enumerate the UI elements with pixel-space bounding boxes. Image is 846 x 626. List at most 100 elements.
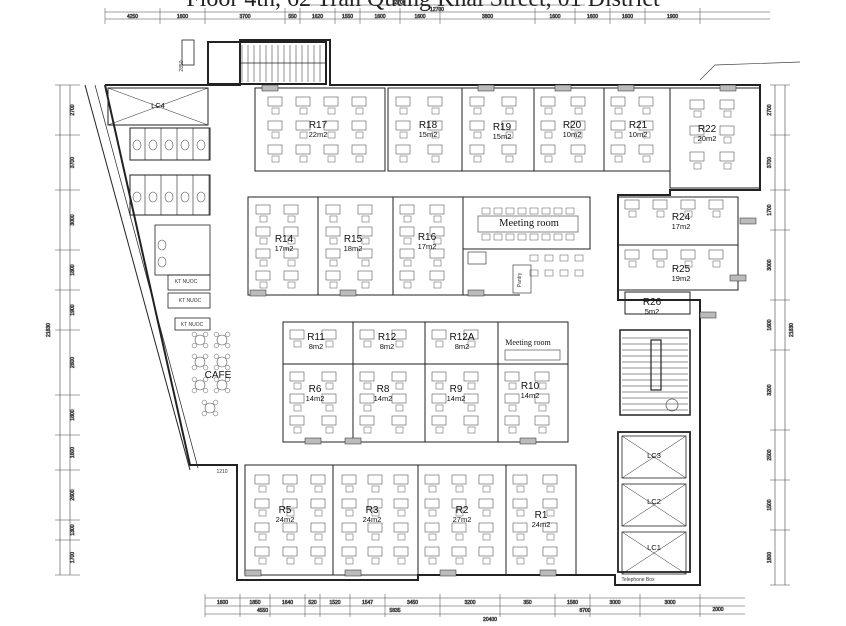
dim-left-value: 1600 xyxy=(70,447,76,458)
dim-right-value: 3700 xyxy=(767,157,773,168)
chair xyxy=(467,382,476,390)
desk xyxy=(359,415,375,426)
cafe-chair xyxy=(203,343,209,349)
chair xyxy=(361,237,370,245)
desk xyxy=(451,498,467,509)
cafe-chair xyxy=(225,376,231,382)
chair xyxy=(529,233,539,241)
desk xyxy=(282,522,298,533)
desk xyxy=(570,120,586,131)
desk xyxy=(283,226,299,237)
toilet-fixture xyxy=(196,191,206,203)
column xyxy=(554,84,572,92)
chair xyxy=(473,155,482,163)
chair xyxy=(299,107,308,115)
desk xyxy=(429,204,445,215)
desk xyxy=(478,474,494,485)
chair xyxy=(371,557,380,565)
room-area-r19: 15m2 xyxy=(493,132,512,141)
room-wall xyxy=(254,87,386,172)
column xyxy=(519,437,537,445)
desk xyxy=(719,125,735,136)
room-label-r8: R8 xyxy=(377,384,390,395)
desk xyxy=(638,144,654,155)
column xyxy=(344,569,362,577)
chair xyxy=(314,533,323,541)
desk xyxy=(429,270,445,281)
chair xyxy=(493,207,503,215)
chair xyxy=(433,281,442,289)
cafe-table xyxy=(204,402,216,414)
chair xyxy=(325,382,334,390)
chair xyxy=(345,557,354,565)
desk xyxy=(689,151,705,162)
chair xyxy=(286,509,295,517)
lc4-label: LC4 xyxy=(151,101,165,110)
chair xyxy=(538,382,547,390)
chair xyxy=(258,557,267,565)
desk xyxy=(367,546,383,557)
dim-bottom-overall: 20400 xyxy=(483,617,497,623)
furniture xyxy=(132,96,735,565)
stair-fixture xyxy=(665,398,679,412)
room-area-r15: 18m2 xyxy=(344,244,363,253)
cafe-chair xyxy=(191,365,197,371)
chair xyxy=(455,533,464,541)
room-area-r5: 24m2 xyxy=(276,515,295,524)
desk xyxy=(391,329,407,340)
room-label-r17: R17 xyxy=(309,120,328,131)
dim-top-value: 1600 xyxy=(177,14,188,20)
column xyxy=(249,289,267,297)
desk xyxy=(341,546,357,557)
chair xyxy=(345,485,354,493)
chair xyxy=(559,254,569,262)
chair xyxy=(397,533,406,541)
desk xyxy=(391,393,407,404)
chair xyxy=(287,215,296,223)
chair xyxy=(541,233,551,241)
chair xyxy=(435,426,444,434)
elevator-car xyxy=(621,531,687,575)
dim-right-value: 1800 xyxy=(767,552,773,563)
chair xyxy=(327,155,336,163)
chair xyxy=(516,485,525,493)
dim-bottom-mid: 5835 xyxy=(389,608,400,614)
dim-top-value: 1620 xyxy=(312,14,323,20)
desk xyxy=(395,144,411,155)
chair xyxy=(363,382,372,390)
chair xyxy=(544,155,553,163)
chair xyxy=(482,485,491,493)
room-label-r14: R14 xyxy=(275,234,294,245)
desk xyxy=(708,199,724,210)
desk xyxy=(431,371,447,382)
room-label-r3: R3 xyxy=(366,505,379,516)
desk xyxy=(391,415,407,426)
desk xyxy=(424,474,440,485)
desk xyxy=(357,270,373,281)
dim-top-value: 1600 xyxy=(587,14,598,20)
room-label-r1: R1 xyxy=(535,510,548,521)
desk xyxy=(399,204,415,215)
desk xyxy=(283,204,299,215)
desk xyxy=(427,144,443,155)
chair xyxy=(684,260,693,268)
chair xyxy=(258,533,267,541)
chair xyxy=(403,215,412,223)
dim-bottom-value: 1560 xyxy=(567,600,578,606)
desk xyxy=(393,474,409,485)
meeting-table-2 xyxy=(504,349,561,361)
kt-box-3 xyxy=(174,317,211,331)
cafe-chair xyxy=(213,411,219,417)
desk xyxy=(478,498,494,509)
chair xyxy=(395,404,404,412)
dim-bottom-value: 1850 xyxy=(249,600,260,606)
desk xyxy=(540,96,556,107)
desk xyxy=(255,226,271,237)
cafe-table xyxy=(216,379,228,391)
chair xyxy=(397,557,406,565)
chair xyxy=(363,426,372,434)
chair xyxy=(431,131,440,139)
desk xyxy=(255,204,271,215)
